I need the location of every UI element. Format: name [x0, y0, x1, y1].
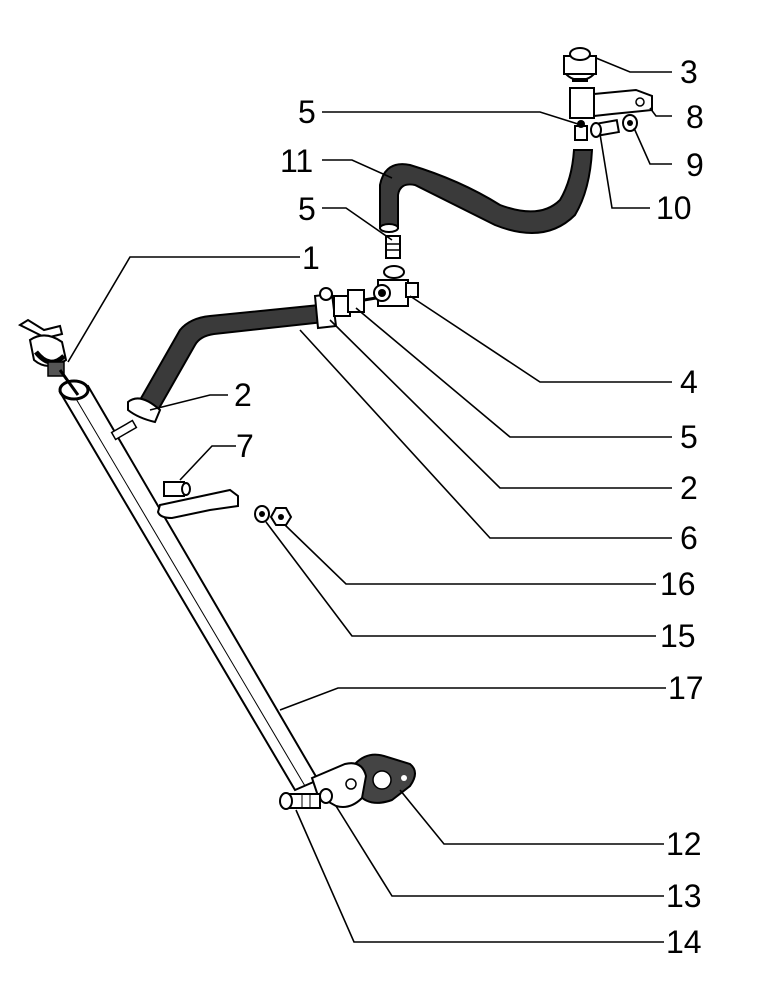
small-fitting [574, 120, 588, 141]
support-bracket [156, 481, 239, 520]
reservoir-cap [563, 47, 597, 82]
callout-8: 8 [686, 99, 704, 135]
callout-2-right: 2 [680, 470, 698, 506]
callout-4: 4 [680, 364, 698, 400]
callout-11: 11 [280, 143, 313, 179]
dipstick-cap [17, 318, 80, 396]
callout-5-mid: 5 [298, 191, 316, 227]
callout-15: 15 [660, 618, 696, 654]
callout-5-right: 5 [680, 419, 698, 455]
callout-13: 13 [666, 878, 702, 914]
callout-14: 14 [666, 924, 702, 960]
union-fitting [333, 289, 377, 317]
callout-3: 3 [680, 54, 698, 90]
leader-lines [67, 57, 672, 943]
callout-1: 1 [302, 240, 320, 276]
callout-10: 10 [656, 190, 692, 226]
callout-12: 12 [666, 826, 702, 862]
connector-nipple [385, 235, 401, 259]
callout-2-left: 2 [234, 377, 252, 413]
mounting-bracket [569, 87, 653, 119]
callout-17: 17 [668, 670, 704, 706]
washer-and-nut [254, 505, 293, 526]
upper-hose [379, 149, 594, 234]
callout-6: 6 [680, 520, 698, 556]
callout-5-top: 5 [298, 94, 316, 130]
callout-9: 9 [686, 147, 704, 183]
lower-hose [127, 287, 338, 424]
callout-16: 16 [660, 566, 696, 602]
dipstick-tube [58, 379, 320, 792]
gasket [348, 753, 416, 804]
screw-and-washer [590, 114, 638, 138]
tee-fitting [373, 265, 419, 307]
callout-labels: 3 8 5 11 9 10 5 1 4 2 5 7 2 6 16 15 17 1… [234, 54, 704, 960]
flange-screw [279, 792, 321, 810]
callout-7: 7 [236, 428, 254, 464]
